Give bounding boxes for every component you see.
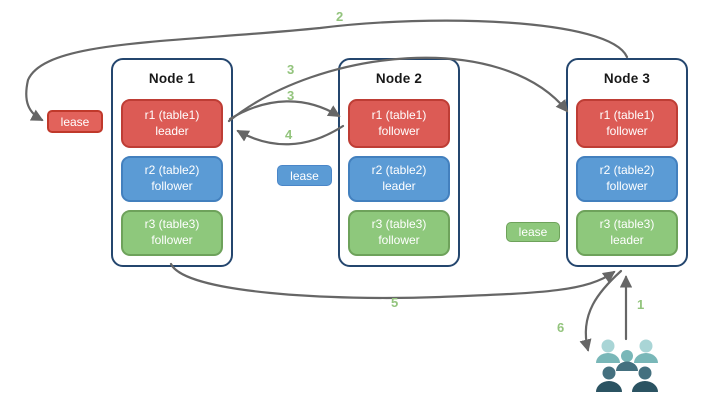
step-label-2: 2 (336, 9, 344, 24)
node-1-title: Node 1 (148, 71, 196, 86)
replica-name: r2 (table2) (371, 163, 427, 178)
arrow-step-5 (169, 262, 616, 300)
node-2-title: Node 2 (375, 71, 423, 86)
lease-label: lease (60, 114, 90, 129)
replica-name: r1 (table1) (371, 107, 427, 122)
replica-role: leader (382, 179, 416, 193)
replica-role: leader (155, 123, 189, 138)
replica-role: follower (378, 123, 420, 138)
node-2-replica-r2: r2 (table2) leader (348, 156, 450, 202)
lease-badge-table3: lease (506, 222, 560, 242)
node-3-title: Node 3 (603, 71, 651, 86)
lease-badge-table2: lease (277, 165, 332, 186)
arrow-step-3-to-node2 (228, 100, 341, 121)
node-1-replica-r1: r1 (table1) leader (121, 99, 223, 148)
step-label-4: 4 (285, 127, 293, 142)
replica-name: r2 (table2) (599, 163, 655, 178)
step-label-3b: 3 (287, 88, 295, 103)
lease-label: lease (518, 225, 548, 239)
node-1-replica-r3: r3 (table3) follower (121, 210, 223, 256)
replica-name: r3 (table3) (144, 217, 200, 232)
replica-name: r1 (table1) (144, 107, 200, 122)
node-3-replica-r3: r3 (table3) leader (576, 210, 678, 256)
replica-role: follower (151, 179, 193, 193)
step-label-1: 1 (637, 297, 645, 312)
replica-role: follower (151, 233, 193, 247)
step-label-5: 5 (391, 295, 399, 310)
replica-role: follower (606, 179, 648, 193)
replica-name: r1 (table1) (599, 107, 655, 122)
replica-role: follower (606, 123, 648, 138)
node-3-replica-r2: r2 (table2) follower (576, 156, 678, 202)
node-2-replica-r1: r1 (table1) follower (348, 99, 450, 148)
step-label-3a: 3 (287, 62, 295, 77)
node-2-replica-r3: r3 (table3) follower (348, 210, 450, 256)
lease-badge-table1: lease (47, 110, 103, 133)
replica-role: leader (610, 233, 644, 247)
node-1-replica-r2: r2 (table2) follower (121, 156, 223, 202)
replica-role: follower (378, 233, 420, 247)
node-1: Node 1 r1 (table1) leader r2 (table2) fo… (111, 58, 233, 267)
node-2: Node 2 r1 (table1) follower r2 (table2) … (338, 58, 460, 267)
node-3: Node 3 r1 (table1) follower r2 (table2) … (566, 58, 688, 267)
replica-name: r2 (table2) (144, 163, 200, 178)
users-group-icon (596, 339, 658, 392)
replica-name: r3 (table3) (371, 217, 427, 232)
lease-label: lease (290, 168, 319, 183)
step-label-6: 6 (557, 320, 565, 335)
node-3-replica-r1: r1 (table1) follower (576, 99, 678, 148)
replica-name: r3 (table3) (599, 217, 655, 232)
